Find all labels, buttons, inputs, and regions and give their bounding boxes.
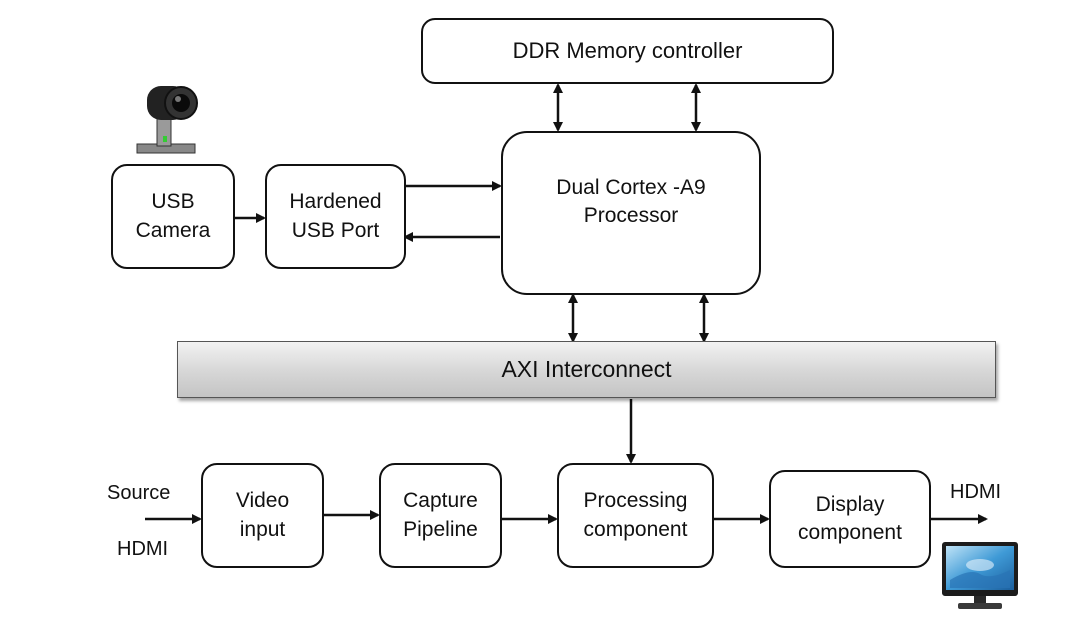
display-component-label-line1: Display (815, 492, 885, 516)
hardened-usb-label-line2: USB Port (291, 218, 380, 242)
processing-component-block: Processing component (557, 463, 714, 568)
capture-pipeline-label-line1: Capture (403, 489, 478, 513)
display-component-label-line2: component (798, 521, 902, 544)
processor-label-line1: Dual Cortex -A9 (556, 175, 706, 199)
video-input-label-line1: Video (235, 489, 290, 513)
hdmi-out-label: HDMI (950, 481, 1002, 503)
capture-pipeline-block: Capture Pipeline (379, 463, 502, 568)
webcam-icon (136, 86, 198, 154)
processing-component-label-line1: Processing (583, 489, 688, 513)
hardened-usb-label-line1: Hardened (289, 190, 382, 214)
hardened-usb-port-block: Hardened USB Port (265, 164, 406, 269)
video-input-label-line2: input (239, 517, 286, 541)
axi-interconnect-label: AXI Interconnect (501, 356, 672, 382)
usb-camera-label-line2: Camera (135, 218, 211, 242)
capture-pipeline-label-line2: Pipeline (403, 517, 478, 541)
usb-camera-label-line1: USB (151, 190, 195, 214)
source-label: Source (107, 482, 171, 504)
dual-cortex-a9-processor-block: Dual Cortex -A9 Processor (501, 131, 761, 295)
video-input-block: Video input (201, 463, 324, 568)
ddr-memory-controller-label: DDR Memory controller (512, 38, 743, 64)
monitor-icon (942, 542, 1018, 609)
axi-interconnect-bar: AXI Interconnect (177, 341, 996, 398)
display-component-block: Display component (769, 470, 931, 568)
hdmi-in-label: HDMI (117, 538, 169, 560)
processor-label-line2: Processor (583, 204, 679, 227)
processing-component-label-line2: component (583, 517, 688, 541)
usb-camera-block: USB Camera (111, 164, 235, 269)
ddr-memory-controller-block: DDR Memory controller (421, 18, 834, 84)
